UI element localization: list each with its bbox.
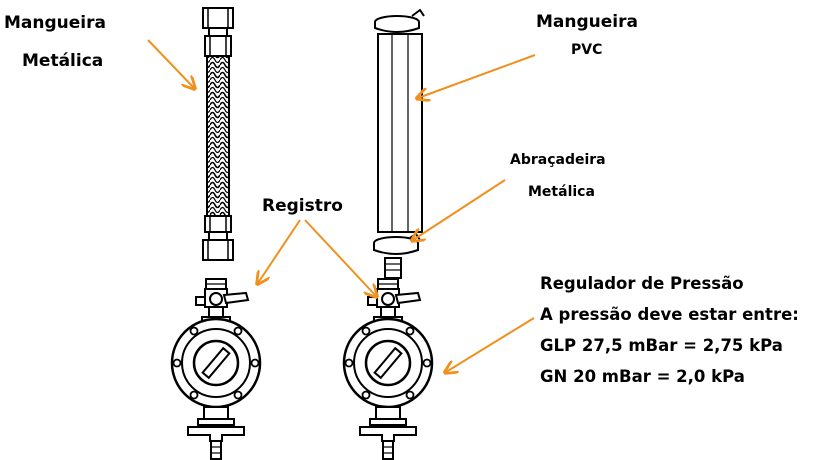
braided-metal-hose-icon [202,7,234,261]
label-valve: Registro [262,196,343,216]
label-regulator-title: Regulador de Pressão [540,274,744,293]
label-pvc-hose-line2: PVC [571,42,603,58]
label-pressure-gn: GN 20 mBar = 2,0 kPa [540,367,745,386]
arrow-clamp [413,179,506,240]
label-pressure-glp: GLP 27,5 mBar = 2,75 kPa [540,336,783,355]
label-pvc-hose-line1: Mangueira [536,12,638,32]
label-clamp-line1: Abraçadeira [510,152,606,168]
pressure-regulator-icon [342,277,434,460]
arrow-regulator [446,317,535,372]
label-metal-hose-line2: Metálica [22,51,104,71]
valve-icon [384,257,402,279]
metal-clamp-icon [373,8,425,255]
label-clamp-line2: Metálica [528,184,595,200]
pressure-regulator-icon [170,277,262,460]
arrow-pvc-hose [418,54,536,98]
arrow-metal-hose [147,39,194,88]
label-metal-hose-line1: Mangueira [4,13,106,33]
arrow-valve-right [304,219,376,296]
label-pressure-intro: A pressão deve estar entre: [540,305,799,324]
arrow-valve-left [258,219,301,283]
callout-arrows [147,39,536,372]
pvc-hose-icon [377,33,423,233]
